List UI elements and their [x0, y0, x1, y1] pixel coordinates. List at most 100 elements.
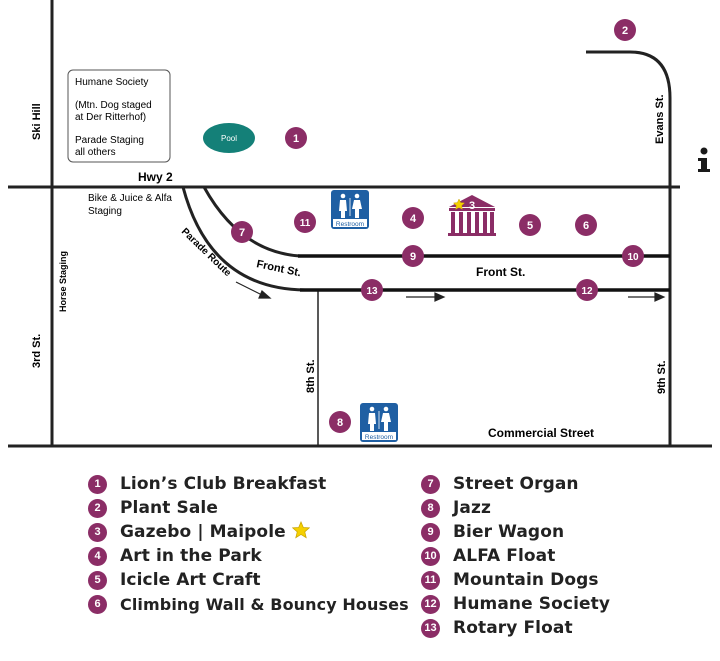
legend-item-5: 5 Icicle Art Craft [88, 568, 409, 592]
front-st-curve-road [202, 186, 301, 258]
map-marker-10: 10 [622, 245, 644, 267]
legend-number: 7 [421, 474, 440, 494]
pool [203, 123, 255, 153]
direction-arrows [235, 281, 666, 302]
svg-text:12: 12 [581, 286, 593, 297]
legend-label: Icicle Art Craft [120, 570, 261, 590]
svg-text:8: 8 [337, 417, 343, 429]
legend-item-10: 10 ALFA Float [421, 544, 610, 568]
map-marker-13: 13 [361, 279, 383, 301]
legend-item-8: 8 Jazz [421, 496, 610, 520]
ski-hill-label: Ski Hill [31, 103, 43, 140]
legend-item-3: 3 Gazebo | Maipole [88, 520, 409, 544]
map-marker-11: 11 [294, 211, 316, 233]
legend-item-4: 4 Art in the Park [88, 544, 409, 568]
legend-number: 6 [88, 594, 107, 614]
legend-number: 5 [88, 570, 107, 590]
legend-left-column: 1 Lion’s Club Breakfast 2 Plant Sale 3 Gaze… [88, 472, 409, 616]
map-marker-2: 2 [614, 19, 636, 41]
staging-box-line-3: at Der Ritterhof) [75, 112, 146, 123]
legend-label: Climbing Wall & Bouncy Houses [120, 594, 409, 614]
svg-text:4: 4 [410, 213, 417, 225]
legend-item-2: 2 Plant Sale [88, 496, 409, 520]
legend-label: ALFA Float [453, 546, 556, 566]
map-marker-9: 9 [402, 245, 424, 267]
legend-label: Street Organ [453, 474, 579, 494]
svg-text:5: 5 [527, 220, 533, 232]
map-marker-8: 8 [329, 411, 351, 433]
legend-label: Bier Wagon [453, 522, 565, 542]
legend-label: Humane Society [453, 594, 611, 614]
svg-text:11: 11 [300, 218, 311, 229]
map-marker-1: 1 [285, 127, 307, 149]
legend-label: Jazz [453, 498, 491, 518]
legend-number: 2 [88, 498, 107, 518]
staging-info-box [67, 69, 171, 163]
legend-number: 8 [421, 498, 440, 518]
evans-st-label: Evans St. [654, 94, 666, 144]
ninth-st-label: 9th St. [656, 360, 668, 394]
legend-label: Rotary Float [453, 618, 573, 638]
legend-right-column: 7 Street Organ 8 Jazz 9 Bier Wagon 10 ALFA F… [421, 472, 610, 640]
legend-number: 13 [421, 618, 440, 638]
map-marker-4: 4 [402, 207, 424, 229]
evans-st-road [586, 50, 672, 446]
svg-text:9: 9 [410, 251, 416, 263]
svg-text:7: 7 [239, 227, 245, 239]
legend-number: 10 [421, 546, 440, 566]
restroom-label-lower: Restroom [365, 434, 393, 441]
eighth-st-label: 8th St. [305, 359, 317, 393]
map-marker-6: 6 [575, 214, 597, 236]
map-marker-7: 7 [231, 221, 253, 243]
staging-box-line-5: all others [75, 147, 116, 158]
commercial-street-label: Commercial Street [488, 426, 594, 440]
legend-label: Art in the Park [120, 546, 262, 566]
staging-box-line-1: Humane Society [75, 77, 148, 88]
svg-text:6: 6 [583, 220, 589, 232]
legend-number: 11 [421, 570, 440, 590]
front-st-label: Front St. [476, 265, 525, 279]
front-st-curve-label: Front St. [255, 258, 302, 279]
pool-label: Pool [221, 134, 237, 143]
star-icon [291, 520, 311, 544]
hwy-2-label: Hwy 2 [138, 170, 173, 184]
event-map: Ski Hill Hwy 2 3rd St. Horse Staging Eva… [8, 0, 712, 448]
svg-text:2: 2 [622, 25, 628, 37]
legend-item-7: 7 Street Organ [421, 472, 610, 496]
parade-route-road [181, 186, 306, 292]
restroom-sign-lower: Restroom [360, 403, 398, 442]
legend-label: Lion’s Club Breakfast [120, 474, 327, 494]
svg-text:10: 10 [627, 252, 639, 263]
legend-label: Plant Sale [120, 498, 218, 518]
legend-item-12: 12 Humane Society [421, 592, 610, 616]
map-marker-5: 5 [519, 214, 541, 236]
staging-box-line-4: Parade Staging [75, 135, 144, 146]
legend-number: 4 [88, 546, 107, 566]
restroom-sign-upper: Restroom [331, 190, 369, 229]
info-icon [698, 147, 710, 172]
legend-label: Gazebo | Maipole [120, 522, 286, 542]
bike-staging-line-1: Bike & Juice & Alfa [88, 193, 172, 204]
svg-text:13: 13 [366, 286, 378, 297]
restroom-label-upper: Restroom [336, 221, 364, 228]
svg-text:1: 1 [293, 133, 299, 145]
map-marker-12: 12 [576, 279, 598, 301]
legend-label: Mountain Dogs [453, 570, 599, 590]
legend-number: 12 [421, 594, 440, 614]
horse-staging-label: Horse Staging [58, 251, 68, 312]
map-markers: 1 2 3 4 5 6 7 8 9 10 11 12 13 [231, 19, 644, 433]
svg-text:3: 3 [469, 200, 475, 212]
legend-number: 3 [88, 522, 107, 542]
legend-item-9: 9 Bier Wagon [421, 520, 610, 544]
legend-number: 1 [88, 474, 107, 494]
staging-box-line-2: (Mtn. Dog staged [75, 100, 152, 111]
map-marker-3: 3 [469, 200, 475, 212]
parade-route-label: Parade Route [179, 226, 233, 279]
bike-staging-line-2: Staging [88, 206, 122, 217]
gazebo-star-icon [452, 198, 466, 210]
legend-number: 9 [421, 522, 440, 542]
legend-item-1: 1 Lion’s Club Breakfast [88, 472, 409, 496]
third-st-label: 3rd St. [31, 334, 43, 368]
legend-item-11: 11 Mountain Dogs [421, 568, 610, 592]
legend-item-13: 13 Rotary Float [421, 616, 610, 640]
